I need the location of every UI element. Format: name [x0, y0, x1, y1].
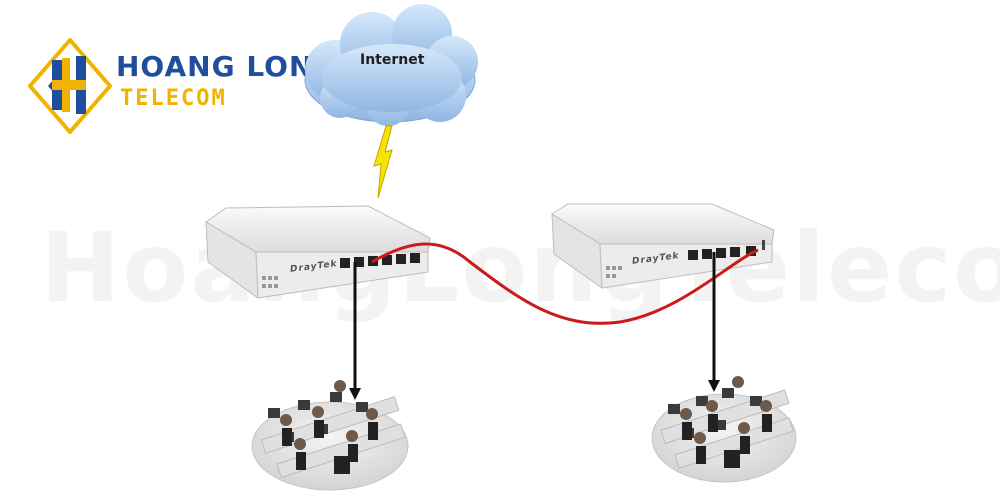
cloud-icon — [304, 4, 478, 126]
internet-label: Internet — [360, 52, 425, 68]
router-left — [205, 205, 431, 300]
logo: HOANG LONG TELECOM — [28, 38, 336, 134]
office-workstations-icon-left — [251, 380, 409, 491]
logo-subtitle: TELECOM — [120, 86, 227, 111]
router-right-ports — [688, 240, 765, 260]
router-right — [551, 203, 775, 289]
lightning-bolt-icon — [373, 125, 393, 199]
vpn-cable — [371, 242, 759, 325]
logo-title: HOANG LONG — [116, 50, 338, 83]
logo-mark-icon — [28, 38, 112, 134]
lan-arrow-right — [708, 380, 720, 392]
office-workstations-icon-right — [651, 376, 797, 483]
lan-arrow-left — [349, 388, 361, 400]
router-right-leds — [606, 266, 622, 278]
router-left-leds — [262, 276, 278, 288]
